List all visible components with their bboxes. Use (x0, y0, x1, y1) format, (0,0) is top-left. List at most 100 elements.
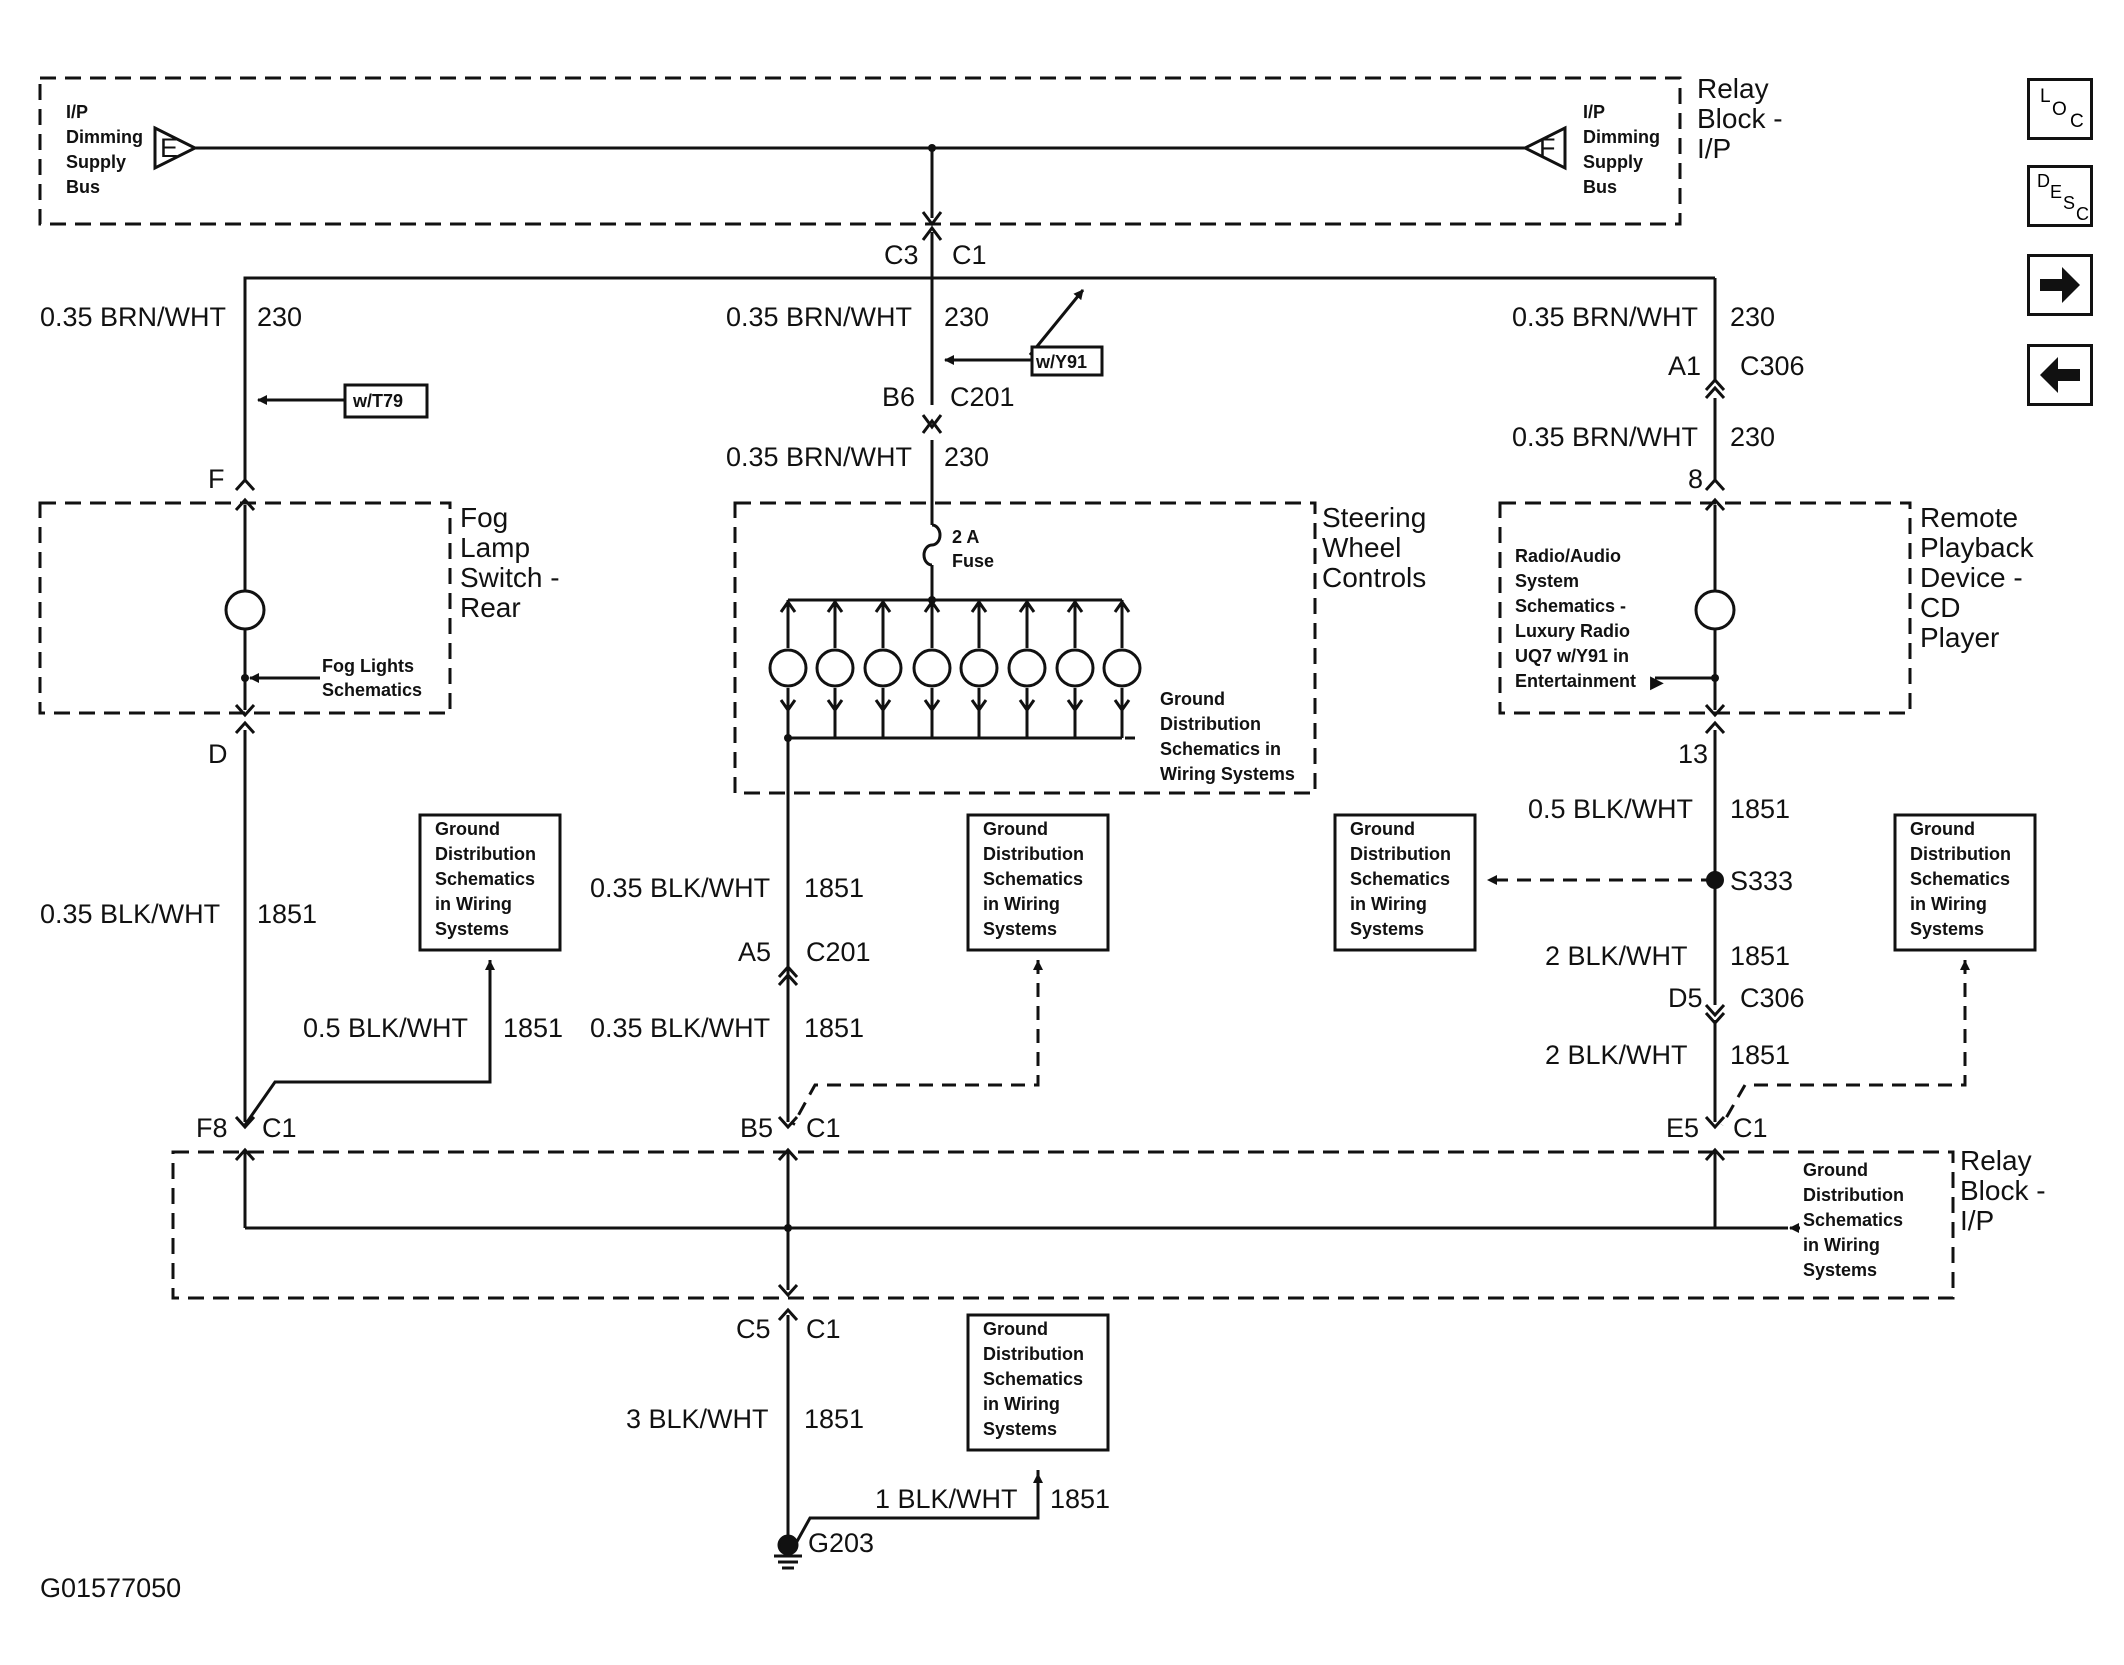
left-bus-label-1: I/P (66, 102, 88, 122)
connector-c5-label: C5 (736, 1314, 771, 1344)
relay-top-title-3: I/P (1697, 133, 1731, 164)
svg-text:Distribution: Distribution (1350, 844, 1451, 864)
svg-text:Schematics: Schematics (1350, 869, 1450, 889)
relay-gnd-label-1: Ground (1803, 1160, 1868, 1180)
steering-switch-lamp-icon (863, 648, 903, 688)
svg-text:Systems: Systems (983, 919, 1057, 939)
ground-box-1-text: Ground Distribution Schematics in Wiring… (435, 819, 536, 939)
circuit-230-left: 230 (257, 302, 302, 332)
circuit-1851-right2: 1851 (1730, 941, 1790, 971)
radio-ref-label-5: UQ7 w/Y91 in (1515, 646, 1629, 666)
circuit-1851-left: 1851 (257, 899, 317, 929)
steering-switch-6 (1007, 599, 1047, 738)
right-bus-label-1: I/P (1583, 102, 1605, 122)
circuit-230-right2: 230 (1730, 422, 1775, 452)
connector-c1d-label: C1 (806, 1314, 841, 1344)
cd-player-title-4: CD (1920, 592, 1960, 623)
wire-blk-right1: 0.5 BLK/WHT (1528, 794, 1693, 824)
terminal-e-label: E (160, 133, 178, 163)
fog-switch-title-1: Fog (460, 502, 508, 533)
fog-switch-lamp-icon (224, 589, 266, 631)
relay-gnd-label-4: in Wiring (1803, 1235, 1880, 1255)
steering-switch-4 (912, 599, 952, 738)
svg-text:Ground: Ground (983, 1319, 1048, 1339)
steering-gnd-label-3: Schematics in (1160, 739, 1281, 759)
connector-c306-label: C306 (1740, 351, 1805, 381)
wire-brn-mid2: 0.35 BRN/WHT (726, 442, 912, 472)
steering-switch-lamp-icon (1055, 648, 1095, 688)
circuit-1851-left-gnd: 1851 (503, 1013, 563, 1043)
desc-button[interactable]: D E S C (2027, 165, 2093, 227)
connector-c1-top-label: C1 (952, 240, 987, 270)
steering-switch-lamp-icon (959, 648, 999, 688)
cd-player-title-3: Device - (1920, 562, 2023, 593)
next-button[interactable] (2027, 254, 2093, 316)
option-t79-box (343, 383, 429, 419)
radio-ref-label-6: Entertainment (1515, 671, 1636, 691)
cd-player-title-5: Player (1920, 622, 1999, 653)
loc-button[interactable]: L O C (2027, 78, 2093, 140)
desc-letter-e: E (2050, 182, 2063, 202)
connector-c201-label: C201 (950, 382, 1015, 412)
radio-ref-label-1: Radio/Audio (1515, 546, 1621, 566)
option-y91-box (1030, 345, 1104, 377)
svg-text:Systems: Systems (1350, 919, 1424, 939)
wire-blk-right2: 2 BLK/WHT (1545, 941, 1688, 971)
steering-switch-lamp-icon (768, 648, 808, 688)
loc-letter-l: L (2040, 86, 2051, 107)
circuit-230-mid2: 230 (944, 442, 989, 472)
steering-switch-lamp-icon (1102, 648, 1142, 688)
fog-switch-title-2: Lamp (460, 532, 530, 563)
wire-blk-mid2: 0.35 BLK/WHT (590, 1013, 770, 1043)
relay-gnd-label-2: Distribution (1803, 1185, 1904, 1205)
steering-gnd-label-4: Wiring Systems (1160, 764, 1295, 784)
svg-text:Distribution: Distribution (983, 1344, 1084, 1364)
steering-title-2: Wheel (1322, 532, 1401, 563)
ground-box-5-text: Ground Distribution Schematics in Wiring… (983, 1319, 1084, 1439)
steering-switch-lamp-icon (815, 648, 855, 688)
connector-c3-label: C3 (884, 240, 919, 270)
option-t79-label: w/T79 (352, 391, 403, 411)
circuit-1851-g203: 1851 (1050, 1484, 1110, 1514)
left-bus-label-2: Dimming (66, 127, 143, 147)
radio-ref-label-3: Schematics - (1515, 596, 1626, 616)
connector-a5-label: A5 (738, 937, 771, 967)
connector-pinF-label: F (208, 464, 225, 494)
ground-box-2 (966, 813, 1110, 952)
wire-blk-mid1: 0.35 BLK/WHT (590, 873, 770, 903)
svg-text:Distribution: Distribution (1910, 844, 2011, 864)
svg-text:Schematics: Schematics (983, 1369, 1083, 1389)
ground-box-4 (1893, 813, 2037, 952)
splice-s333-dot (1706, 871, 1724, 889)
loc-letter-o: O (2052, 99, 2067, 120)
svg-text:in Wiring: in Wiring (1350, 894, 1427, 914)
ground-box-2-text: Ground Distribution Schematics in Wiring… (983, 819, 1084, 939)
svg-text:Distribution: Distribution (983, 844, 1084, 864)
fog-switch-title-4: Rear (460, 592, 521, 623)
wire-blk-right3: 2 BLK/WHT (1545, 1040, 1688, 1070)
right-arrow-icon (2040, 267, 2080, 303)
terminal-e-symbol (153, 125, 199, 171)
connector-pin13-label: 13 (1678, 739, 1708, 769)
desc-letter-d: D (2037, 171, 2050, 191)
right-bus-label-2: Dimming (1583, 127, 1660, 147)
svg-text:Schematics: Schematics (1910, 869, 2010, 889)
relay-bottom-title-2: Block - (1960, 1175, 2046, 1206)
connector-c1a-label: C1 (262, 1113, 297, 1143)
wire-brn-right1: 0.35 BRN/WHT (1512, 302, 1698, 332)
svg-text:Schematics: Schematics (435, 869, 535, 889)
ground-box-5 (966, 1313, 1110, 1452)
cd-player-title-2: Playback (1920, 532, 2035, 563)
relay-top-title-1: Relay (1697, 73, 1769, 104)
circuit-230-right1: 230 (1730, 302, 1775, 332)
wire-blk-g203: 1 BLK/WHT (875, 1484, 1018, 1514)
fog-switch-title-3: Switch - (460, 562, 560, 593)
wire-blk-left: 0.35 BLK/WHT (40, 899, 220, 929)
diagram-code: G01577050 (40, 1573, 181, 1603)
radio-ref-arrow-icon: ▶ (1650, 672, 1664, 692)
terminal-f-symbol (1521, 125, 1567, 171)
steering-switch-lamp-icon (912, 648, 952, 688)
prev-button[interactable] (2027, 344, 2093, 406)
right-bus-label-4: Bus (1583, 177, 1617, 197)
